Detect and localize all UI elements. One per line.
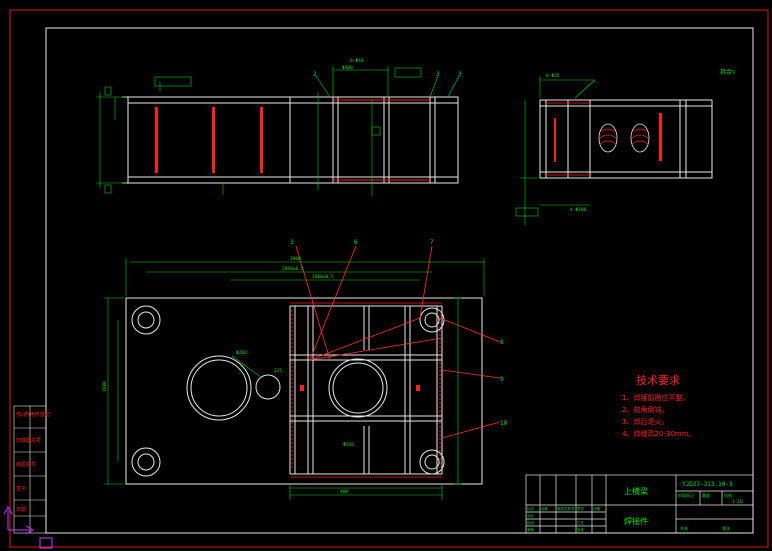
balloon-7: 7 [430, 239, 434, 246]
tb-review: 审核 [527, 527, 535, 532]
dim-side-b: 4-Φ180 [570, 207, 587, 213]
plan-view: 1900 2880±0.5 1080±0.5 1600 Φ200 Φ550 40… [102, 239, 508, 500]
cell-sheet-no: 第张 [722, 525, 730, 531]
inner-frame [45, 27, 754, 534]
dim-hole-dia: Φ200 [236, 350, 247, 356]
cell-scale: 比例 [724, 492, 732, 498]
tech-item-1: 1、焊接前面应平整。 [622, 393, 689, 402]
dim-side-a: 8-Φ35 [546, 73, 560, 79]
balloon-3b: 3 [458, 71, 462, 78]
corner-roughness-note: 其余▽ [720, 68, 736, 76]
tb-change-no: 更改文件号 [557, 506, 575, 511]
dim-plan-h: 1600 [102, 381, 108, 392]
dim-small2: 125 [274, 368, 282, 374]
tb-mark: 标记 [527, 506, 535, 511]
tb-date: 日期 [593, 506, 601, 511]
tb-sign: 签字 [577, 506, 585, 511]
tb-count: 处数 [541, 506, 549, 511]
part-name: 上横梁 [624, 486, 648, 496]
left-strip-label-1: 借(通)用件登记 [16, 411, 50, 418]
tb-check: 校对 [527, 520, 535, 525]
outer-frame [9, 9, 769, 548]
ucs-icon [3, 505, 53, 549]
front-view: 2 3 3 8-Φ40 Φ300 [96, 58, 462, 196]
tech-item-4: 4、焊缝高20-30mm。 [622, 429, 695, 438]
left-strip-label-4: 签字 [16, 485, 26, 492]
dim-small: 400 [340, 489, 348, 495]
tech-title: 技术要求 [636, 374, 680, 387]
tech-item-3: 3、焊后退火。 [622, 417, 668, 426]
left-strip-label-3: 底图总号 [16, 461, 36, 468]
cell-stage: 阶段标记 [678, 492, 694, 498]
tech-requirements: 技术要求 1、焊接前面应平整。 2、校角倒钝。 3、焊后退火。 4、焊缝高20-… [622, 374, 695, 438]
balloon-3c: 3 [290, 239, 294, 246]
tb-approve: 批准 [577, 527, 585, 532]
cell-sheets: 共张 [680, 525, 688, 531]
side-view: 8-Φ35 4-Φ180 其余▽ [515, 68, 736, 225]
dim-plan-b: 2880±0.5 [282, 266, 304, 272]
balloon-9: 9 [500, 376, 504, 383]
tb-design: 设计 [527, 513, 535, 518]
tb-process: 工艺 [577, 520, 585, 525]
dim-plan-total: 1900 [290, 256, 301, 262]
dim-top-a: 8-Φ40 [350, 58, 364, 64]
title-block [525, 474, 754, 534]
balloon-8: 8 [500, 339, 504, 346]
drawing-number: YJD27-313.10-3 [682, 481, 733, 488]
dim-top-b: Φ300 [342, 65, 353, 71]
cell-weight: 重量 [702, 492, 710, 498]
dim-center-hole: Φ550 [343, 442, 354, 448]
left-strip [13, 405, 47, 534]
material: 焊接件 [624, 516, 648, 526]
left-strip-label-2: 旧底图总号 [16, 437, 41, 444]
balloon-2: 2 [313, 71, 317, 78]
balloon-6: 6 [354, 239, 358, 246]
left-strip-label-5: 日期 [16, 507, 26, 513]
balloon-3: 3 [436, 71, 440, 78]
balloon-10: 10 [500, 420, 508, 427]
dim-plan-c: 1080±0.5 [312, 274, 334, 280]
tech-item-2: 2、校角倒钝。 [622, 405, 668, 414]
cell-scale-value: 1:10 [732, 499, 743, 505]
